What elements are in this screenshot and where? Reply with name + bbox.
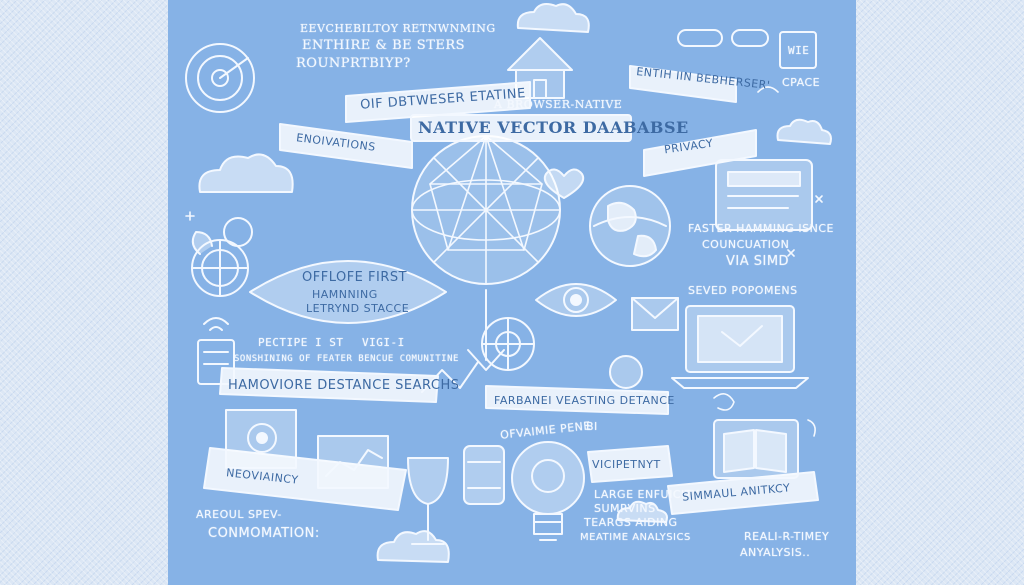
hamviore-label: HAMOVIORE DESTANCE SEARCHS [228,378,460,393]
offline-label-line3: LETRYND STACCE [306,302,410,315]
sonsining-label: SONSHINING OF FEATER BENCUE COMUNITINE [234,354,459,364]
page-title: NATIVE VECTOR DAABABSE [418,118,689,137]
faster-label-line2: COUNCUATION [702,238,790,251]
seved-label: SEVED POPOMENS [688,284,798,297]
line-chart-icon [317,361,479,489]
heart-icon [543,168,585,199]
scroll-icon [463,445,505,505]
real-time-line2: ANYALYSIS.. [740,546,811,559]
laptop-icon [671,305,809,389]
gauge-icon [191,217,253,297]
cpace-label: CPACE [782,76,821,89]
farbanei-label: FARBANEI VEASTING DETANCE [494,394,675,407]
tablet-icon [715,159,813,231]
chalk-doodles [185,3,832,563]
areoul-label: AREOUL SPEV- [196,508,282,521]
gear-icon [481,317,643,389]
swirl-doodles [185,86,823,437]
bi-label: BI [586,420,598,433]
we-badge: WIE [788,44,810,57]
book-icon [713,419,799,479]
conmomation-label: CONMOMATION: [208,526,320,541]
lightbulb-icon [511,441,585,541]
server-icon [197,317,235,385]
large-label-line1: LARGE ENFUICITY [594,488,700,501]
envelope-icon [631,297,679,331]
top-label-line3: ROUNPRTBIYP? [296,56,411,71]
pectipe-label: PECTIPE I ST [258,336,344,349]
right-pattern-margin [856,0,1024,585]
wine-glass-icon [407,457,449,545]
large-label-line2: SUMRVINS [594,502,656,515]
large-label-line4: MEATIME ANALYSICS [580,532,691,543]
lens-shape [191,231,447,324]
top-label-line2: ENTHIRE & BE STERS [302,38,466,53]
globe-icon [589,185,671,267]
radar-icon [185,43,255,113]
browser-native-label: A BROWSER-NATIVE [494,98,623,111]
vicipetnyt-label: VICIPETNYT [592,458,661,471]
top-label-line1: EEVCHEBILTOY RETNWNMING [300,22,496,35]
ribbon-banners [203,65,819,515]
eye-icon [535,283,617,317]
illustration-panel: EEVCHEBILTOY RETNWNMING ENTHIRE & BE STE… [168,0,856,585]
faster-label-line1: FASTER HAMMING ISNCE [688,222,834,235]
vigi-label: VIGI-I [362,336,405,349]
cloud-icon [198,3,832,563]
offline-label-line2: HAMNNING [312,288,378,301]
large-label-line3: TEARGS AIDING [584,516,678,529]
cloud-badge-icon [677,29,817,69]
left-pattern-margin [0,0,168,585]
title-banner [410,114,632,142]
target-icon [225,409,297,469]
offline-label-line1: OFFLOFE FIRST [302,270,408,285]
geodesic-sphere-icon [411,135,561,285]
real-time-line1: REALI-R-TIMEY [744,530,830,543]
faster-label-line3: VIA SIMD [726,254,790,269]
